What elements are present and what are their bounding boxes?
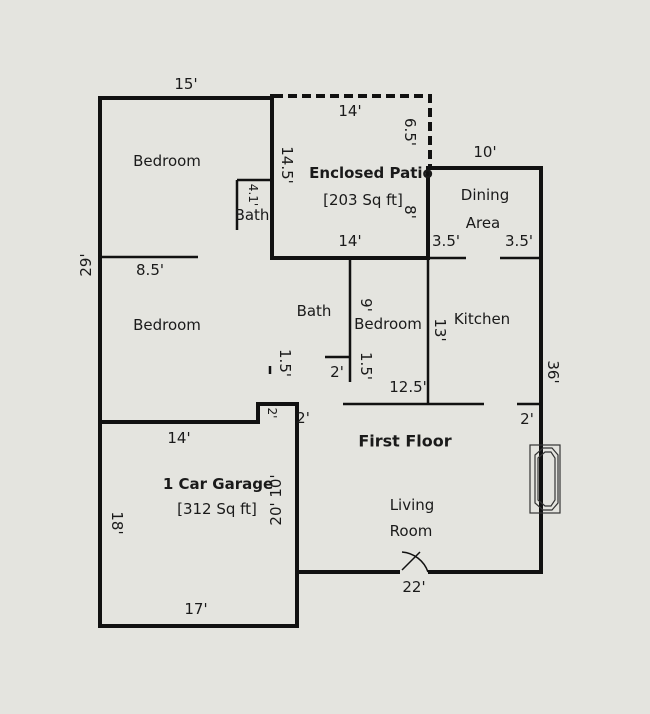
dimension: 36' [544,360,562,384]
fireplace-icon [529,444,561,514]
room-area: [203 Sq ft] [323,191,403,209]
room-label: Bath [296,302,332,320]
wall-step [98,402,299,424]
dimension: 2' [296,409,310,427]
dimension: 14.5' [278,146,296,184]
wall-patio [270,94,543,574]
dimension: 4.1' [246,183,260,207]
dimension: 12.5' [389,378,427,396]
room-label: Living [389,496,435,514]
dimension: 6.5' [401,118,419,146]
dimension: 8' [401,205,419,219]
room-label: Enclosed Patio [309,164,433,182]
dimension: 20' 10' [267,474,285,526]
dimension: 2' [520,410,534,428]
room-label: Bedroom [133,152,201,170]
dimension: 3.5' [432,232,460,250]
dimension: 17' [184,600,208,618]
dimension: 8.5' [136,261,164,279]
room-area: [312 Sq ft] [177,500,257,518]
room-label: Kitchen [453,310,511,328]
dimension: 1.5' [276,349,294,377]
wall-outer-left [98,96,299,628]
dimension: 9' [357,298,375,312]
room-label: Area [465,214,501,232]
dimension: 10' [473,143,497,161]
room-label: Bedroom [133,316,201,334]
dimension: 14' [338,232,362,250]
dimension: 29' [77,253,95,277]
room-label: Room [389,522,433,540]
dimension: 1.5' [357,352,375,380]
room-label: 1 Car Garage [162,475,274,493]
dimension: 22' [402,578,426,596]
room-label: Dining [460,186,510,204]
dimension: 2' [265,407,279,419]
dimension: 18' [108,511,126,535]
dimension: 13' [431,318,449,342]
dimension: 15' [174,75,198,93]
dimension: 2' [330,363,344,381]
plan-title: First Floor [358,431,452,451]
patio-dashed-wall [274,94,432,168]
room-label: Bath [234,206,270,224]
dimension: 3.5' [505,232,533,250]
dimension: 14' [167,429,191,447]
dimension: 14' [338,102,362,120]
room-label: Bedroom [354,315,422,333]
